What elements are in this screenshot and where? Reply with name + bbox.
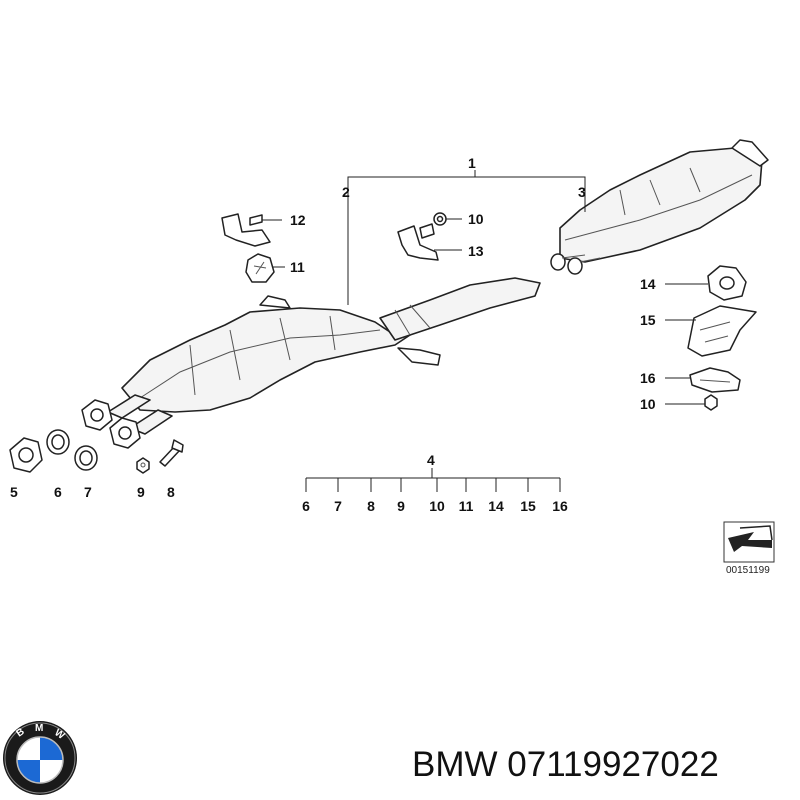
clamp-ring (74, 445, 98, 471)
nut-10-top (433, 212, 447, 226)
front-silencer-assembly (107, 277, 541, 435)
direction-arrow-icon (728, 532, 772, 552)
bracket-15 (687, 305, 757, 357)
bracket-13 (397, 223, 439, 261)
bmw-logo: B M W (3, 721, 77, 795)
bracket-4-items: 6 7 8 9 10 11 14 15 16 (302, 498, 568, 514)
rubber-mount-11 (245, 253, 275, 283)
bracket-item: 14 (488, 498, 504, 514)
callout-3: 3 (578, 184, 586, 200)
bracket-item: 10 (429, 498, 445, 514)
bracket-item: 9 (397, 498, 405, 514)
callout-5: 5 (10, 484, 18, 500)
callout-2: 2 (342, 184, 350, 200)
callout-10-top: 10 (468, 211, 484, 227)
callout-16: 16 (640, 370, 656, 386)
bracket-item: 7 (334, 498, 342, 514)
callout-10-bottom: 10 (640, 396, 656, 412)
callout-8: 8 (167, 484, 175, 500)
clamp-12 (221, 213, 271, 247)
rear-silencer (550, 139, 769, 275)
callout-numbers: 1 2 3 12 11 10 13 14 15 16 10 4 5 6 7 9 … (10, 155, 656, 500)
bracket-item: 11 (459, 498, 474, 514)
flange-gasket (9, 437, 43, 473)
svg-text:M: M (35, 723, 43, 734)
nut-10-bottom (704, 394, 718, 411)
callout-14: 14 (640, 276, 656, 292)
rubber-ring-14 (707, 265, 747, 301)
callout-13: 13 (468, 243, 484, 259)
callout-1: 1 (468, 155, 476, 171)
callout-7: 7 (84, 484, 92, 500)
callout-6: 6 (54, 484, 62, 500)
hex-nut (136, 457, 150, 474)
part-number-caption: BMW 07119927022 (412, 745, 719, 784)
callout-11: 11 (290, 259, 305, 275)
leader-lines (262, 170, 708, 492)
bolt (159, 439, 184, 467)
bracket-item: 15 (520, 498, 536, 514)
bracket-item: 8 (367, 498, 375, 514)
callout-9: 9 (137, 484, 145, 500)
front-flanges (81, 399, 141, 449)
reference-box: 00151199 (723, 521, 775, 576)
sealing-ring (46, 429, 70, 455)
callout-15: 15 (640, 312, 656, 328)
callout-12: 12 (290, 212, 306, 228)
bracket-item: 16 (552, 498, 568, 514)
callout-4: 4 (427, 452, 435, 468)
bracket-item: 6 (302, 498, 310, 514)
reference-number: 00151199 (726, 565, 770, 576)
holder-16 (689, 367, 741, 393)
